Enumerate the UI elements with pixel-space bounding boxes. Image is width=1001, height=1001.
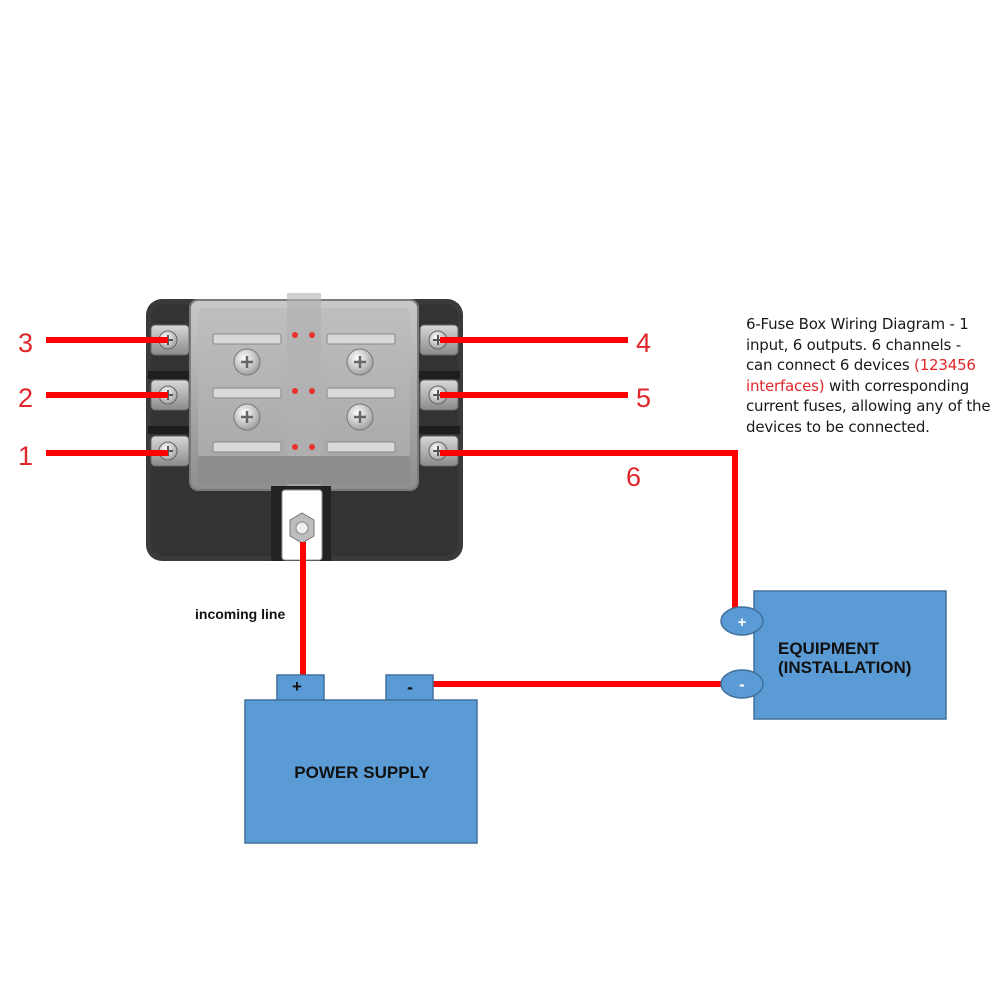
channel-label-1: 1 [18, 441, 33, 471]
description-text: 6-Fuse Box Wiring Diagram - 1 input, 6 o… [746, 314, 991, 437]
equipment-plus-sign: + [738, 614, 747, 631]
equipment-title-line2: (INSTALLATION) [778, 658, 911, 677]
description-part1: 6-Fuse Box Wiring Diagram - 1 input, 6 o… [746, 315, 969, 374]
power-supply-box [244, 699, 478, 844]
equipment-title-line1: EQUIPMENT [778, 639, 880, 658]
wire-channel-6 [440, 450, 738, 612]
channel-label-5: 5 [636, 383, 651, 413]
power-supply-title: POWER SUPPLY [294, 763, 430, 782]
equipment-positive-terminal [720, 606, 764, 636]
channel-label-6: 6 [626, 462, 641, 492]
channel-labels: 3 2 1 4 5 6 [18, 328, 651, 492]
equipment-minus-sign: - [739, 675, 745, 694]
fuse-slots [212, 333, 396, 453]
channel-label-4: 4 [636, 328, 651, 358]
description-highlight: (123456 interfaces) [746, 356, 976, 395]
equipment-box [753, 590, 947, 720]
channel-label-3: 3 [18, 328, 33, 358]
power-supply: + - POWER SUPPLY [244, 674, 478, 844]
channel-label-2: 2 [18, 383, 33, 413]
cover-screws [233, 348, 374, 431]
led-indicators [292, 332, 315, 450]
fuse-box [146, 293, 463, 561]
equipment: + - EQUIPMENT (INSTALLATION) [720, 590, 947, 720]
equipment-negative-terminal [720, 669, 764, 699]
wires [46, 337, 738, 687]
power-supply-plus-sign: + [292, 677, 302, 696]
power-supply-minus-sign: - [407, 677, 413, 697]
incoming-line-label: incoming line [195, 606, 285, 622]
description-part2: with corresponding current fuses, allowi… [746, 376, 991, 436]
